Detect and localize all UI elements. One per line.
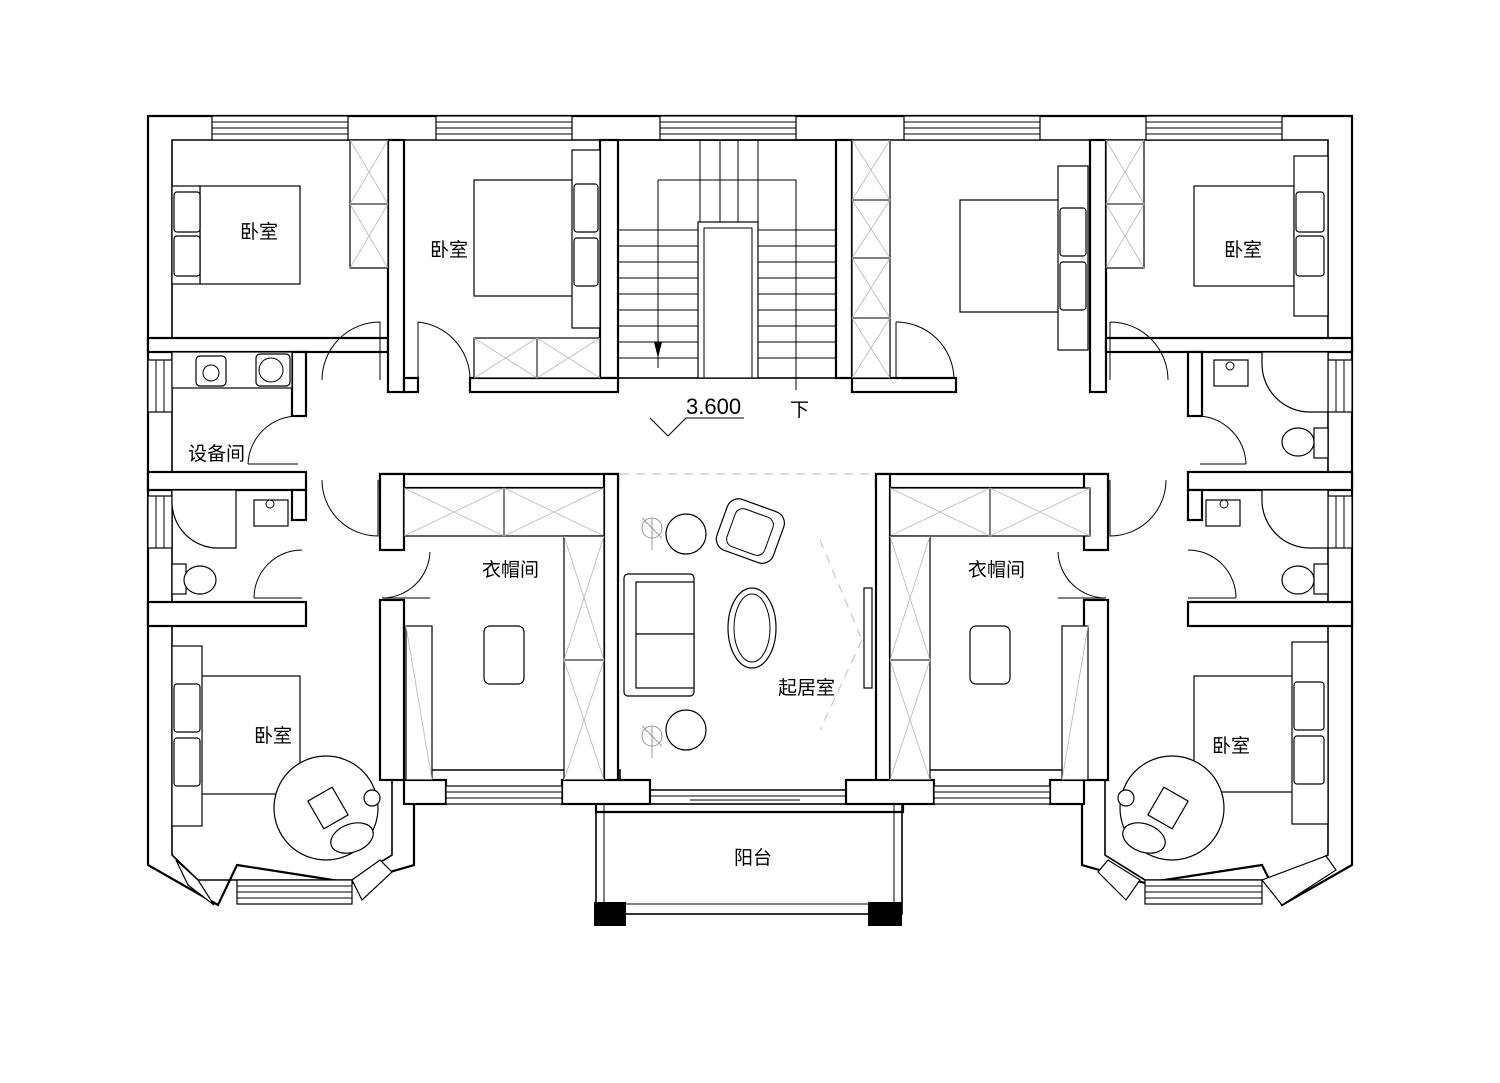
closet-windows — [445, 785, 1051, 805]
label-closet-left: 衣帽间 — [482, 559, 539, 581]
balcony — [594, 795, 903, 926]
interior-walls — [146, 138, 1354, 806]
label-bedroom-4: 卧室 — [254, 725, 292, 747]
doors — [247, 321, 1247, 599]
living-room-furniture — [620, 473, 876, 758]
label-bedroom-5: 卧室 — [1212, 735, 1250, 757]
bathroom-fixtures — [171, 351, 1329, 595]
elevation-marker: 3.600 下 — [649, 394, 809, 437]
label-bedroom-3: 卧室 — [1224, 239, 1262, 261]
stair-direction: 下 — [790, 399, 809, 421]
wardrobes — [349, 139, 1145, 781]
label-equipment-room: 设备间 — [188, 443, 245, 465]
label-bedroom-1: 卧室 — [240, 221, 278, 243]
elevation-value: 3.600 — [686, 394, 741, 419]
room-labels: 卧室 卧室 卧室 设备间 衣帽间 衣帽间 起居室 卧室 卧室 阳台 — [188, 221, 1262, 869]
staircase — [617, 139, 837, 390]
label-closet-right: 衣帽间 — [968, 559, 1025, 581]
top-windows — [211, 115, 1283, 141]
side-windows — [147, 359, 1353, 549]
label-bedroom-2: 卧室 — [430, 239, 468, 261]
label-living-room: 起居室 — [778, 677, 835, 699]
label-balcony: 阳台 — [734, 847, 772, 869]
bay-windows — [175, 855, 1337, 906]
beds — [171, 149, 1329, 827]
desks — [273, 755, 1225, 861]
